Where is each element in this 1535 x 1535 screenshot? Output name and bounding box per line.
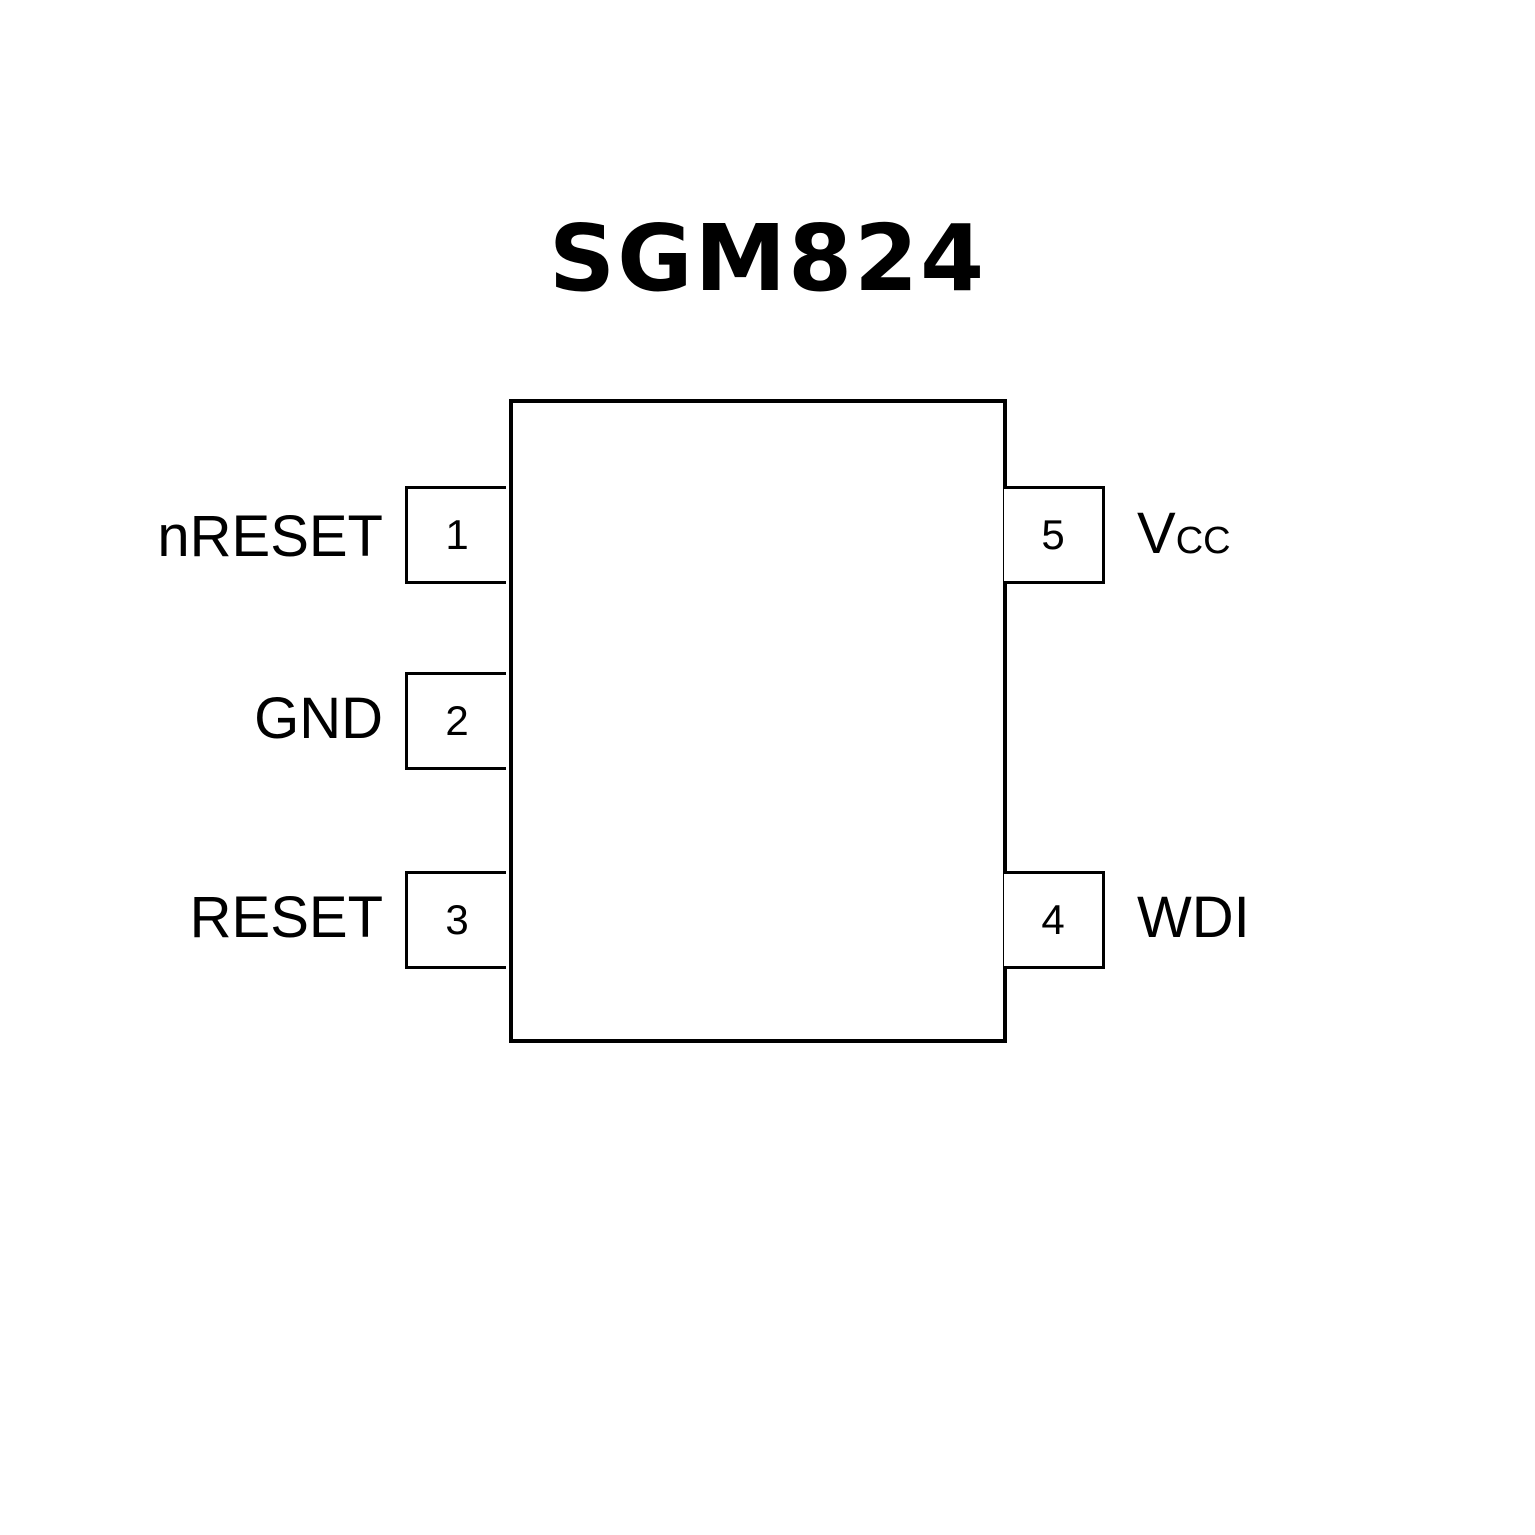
pin-5-box: 5 [1004,486,1105,584]
pin-2-number: 2 [445,697,469,744]
pin-4-number: 4 [1041,896,1065,943]
pin-3-number: 3 [445,896,469,943]
pin-1-box: 1 [405,486,506,584]
pin-3-label: RESET [189,885,383,950]
chip-title: SGM824 [548,205,987,312]
pin-2-box: 2 [405,672,506,770]
pin-2-label: GND [254,686,383,751]
pin-5-number: 5 [1041,511,1065,558]
pin-5-label: VCC [1137,505,1231,570]
pin-5-label-subscript: CC [1175,520,1231,562]
pin-1-number: 1 [445,511,469,558]
pin-5-label-main: V [1137,501,1176,566]
chip-body [509,399,1007,1043]
pin-1-label: nRESET [157,504,383,569]
pin-3-box: 3 [405,871,506,969]
pin-4-label: WDI [1137,885,1250,950]
pin-4-box: 4 [1004,871,1105,969]
